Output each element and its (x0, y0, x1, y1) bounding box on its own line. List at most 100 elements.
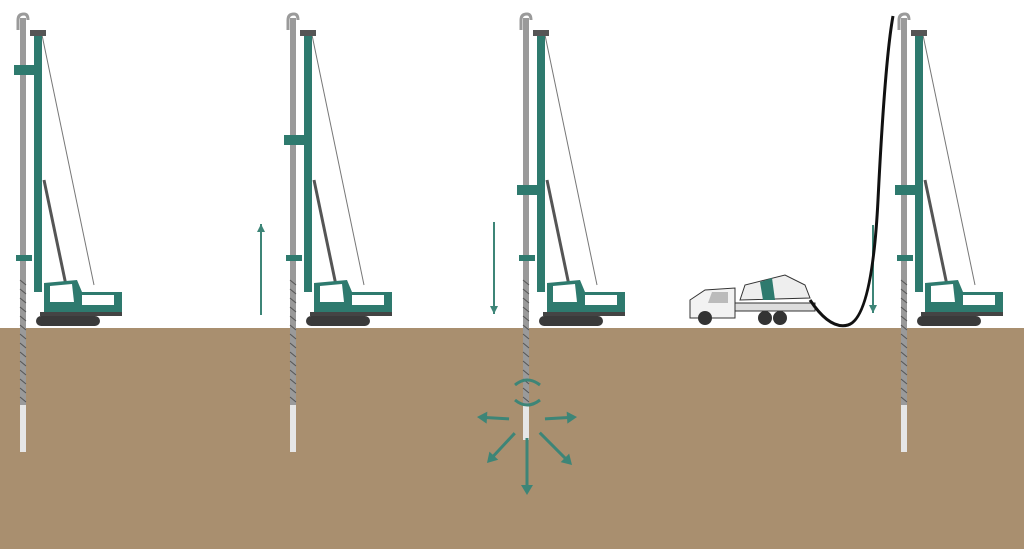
leader-mast (915, 32, 923, 292)
auger-flight (522, 324, 530, 331)
auger-flight (522, 288, 530, 295)
mast-top (300, 30, 316, 36)
outward-arrow-head (560, 453, 572, 465)
leader-mast (304, 32, 312, 292)
auger-flight (19, 342, 27, 349)
drill-rod (901, 18, 907, 452)
auger-flight (289, 351, 297, 358)
rod-tip (523, 405, 529, 440)
drill-head (284, 135, 304, 145)
auger-flight (19, 288, 27, 295)
rod-guide (16, 255, 32, 261)
auger-flight (19, 315, 27, 322)
auger-flight (289, 360, 297, 367)
auger-flight (19, 324, 27, 331)
drum-stripe (760, 278, 775, 300)
arrow-head (257, 224, 265, 232)
auger-flight (522, 351, 530, 358)
rod-guide (286, 255, 302, 261)
drill-rig-step-2-withdraw (284, 12, 392, 452)
crawler-track (539, 316, 603, 326)
auger-flight (522, 306, 530, 313)
auger-flight (19, 360, 27, 367)
wheel (758, 311, 772, 325)
drill-head (895, 185, 915, 195)
outward-arrow-shaft (544, 415, 572, 421)
crawler-track (917, 316, 981, 326)
auger-flight (19, 333, 27, 340)
mast-top (533, 30, 549, 36)
company-logo (585, 295, 617, 305)
drill-head (517, 185, 537, 195)
drill-rod (290, 18, 296, 452)
auger-flight (900, 387, 908, 394)
backstay-cable (311, 34, 365, 286)
auger-flight (19, 279, 27, 286)
up-arrow-icon (257, 224, 265, 315)
ground (0, 328, 1024, 549)
rod-hook (897, 12, 911, 30)
hydraulic-brace (312, 179, 339, 291)
outward-arrow-head (487, 451, 499, 463)
auger-flight (289, 387, 297, 394)
auger-flight (522, 297, 530, 304)
cab-window (553, 284, 577, 302)
cab-window (931, 284, 955, 302)
auger-flight (900, 288, 908, 295)
rod-hook (16, 12, 30, 30)
auger-flight (900, 315, 908, 322)
backstay-cable (922, 34, 976, 286)
company-logo (82, 295, 114, 305)
hydraulic-brace (42, 179, 69, 291)
outward-arrow-shaft (489, 432, 516, 460)
rod-guide (519, 255, 535, 261)
rod-guide (897, 255, 913, 261)
mast-top (911, 30, 927, 36)
auger-flight (289, 333, 297, 340)
outward-arrow-head (477, 411, 488, 424)
body-base (543, 312, 625, 316)
auger-flight (19, 378, 27, 385)
auger-flight (522, 342, 530, 349)
arrow-head (869, 305, 877, 313)
grout-hose (808, 15, 895, 328)
body-base (40, 312, 122, 316)
auger-flight (289, 369, 297, 376)
outward-arrow-head (521, 485, 533, 495)
hydraulic-brace (545, 179, 572, 291)
body-base (921, 312, 1003, 316)
auger-flight (289, 315, 297, 322)
rod-tip (290, 405, 296, 452)
hydraulic-brace (923, 179, 950, 291)
auger-flight (19, 369, 27, 376)
backstay-cable (41, 34, 95, 286)
auger-flight (19, 396, 27, 403)
auger-flight (289, 306, 297, 313)
crawler-track (36, 316, 100, 326)
company-logo (352, 295, 384, 305)
auger-flight (289, 288, 297, 295)
drill-rig-step-1-initial-drill (14, 12, 122, 452)
auger-flight (289, 378, 297, 385)
auger-flight (900, 351, 908, 358)
outward-arrow-shaft (538, 431, 569, 462)
leader-mast (34, 32, 42, 292)
auger-flight (522, 396, 530, 403)
outward-arrow-shaft (482, 415, 510, 421)
radial-displacement-arrows (477, 378, 577, 495)
mixer-drum (739, 274, 811, 301)
rotation-arrow-icon (514, 398, 541, 407)
cab-window (708, 292, 728, 303)
auger-flight (19, 297, 27, 304)
arrow-head (490, 306, 498, 314)
auger-flight (522, 387, 530, 394)
cab-window (50, 284, 74, 302)
leader-mast (537, 32, 545, 292)
drill-rig-step-3-rotate-displace (517, 12, 625, 440)
auger-flight (900, 378, 908, 385)
auger-flight (900, 306, 908, 313)
drill-head (14, 65, 34, 75)
outward-arrow-head (566, 411, 577, 424)
